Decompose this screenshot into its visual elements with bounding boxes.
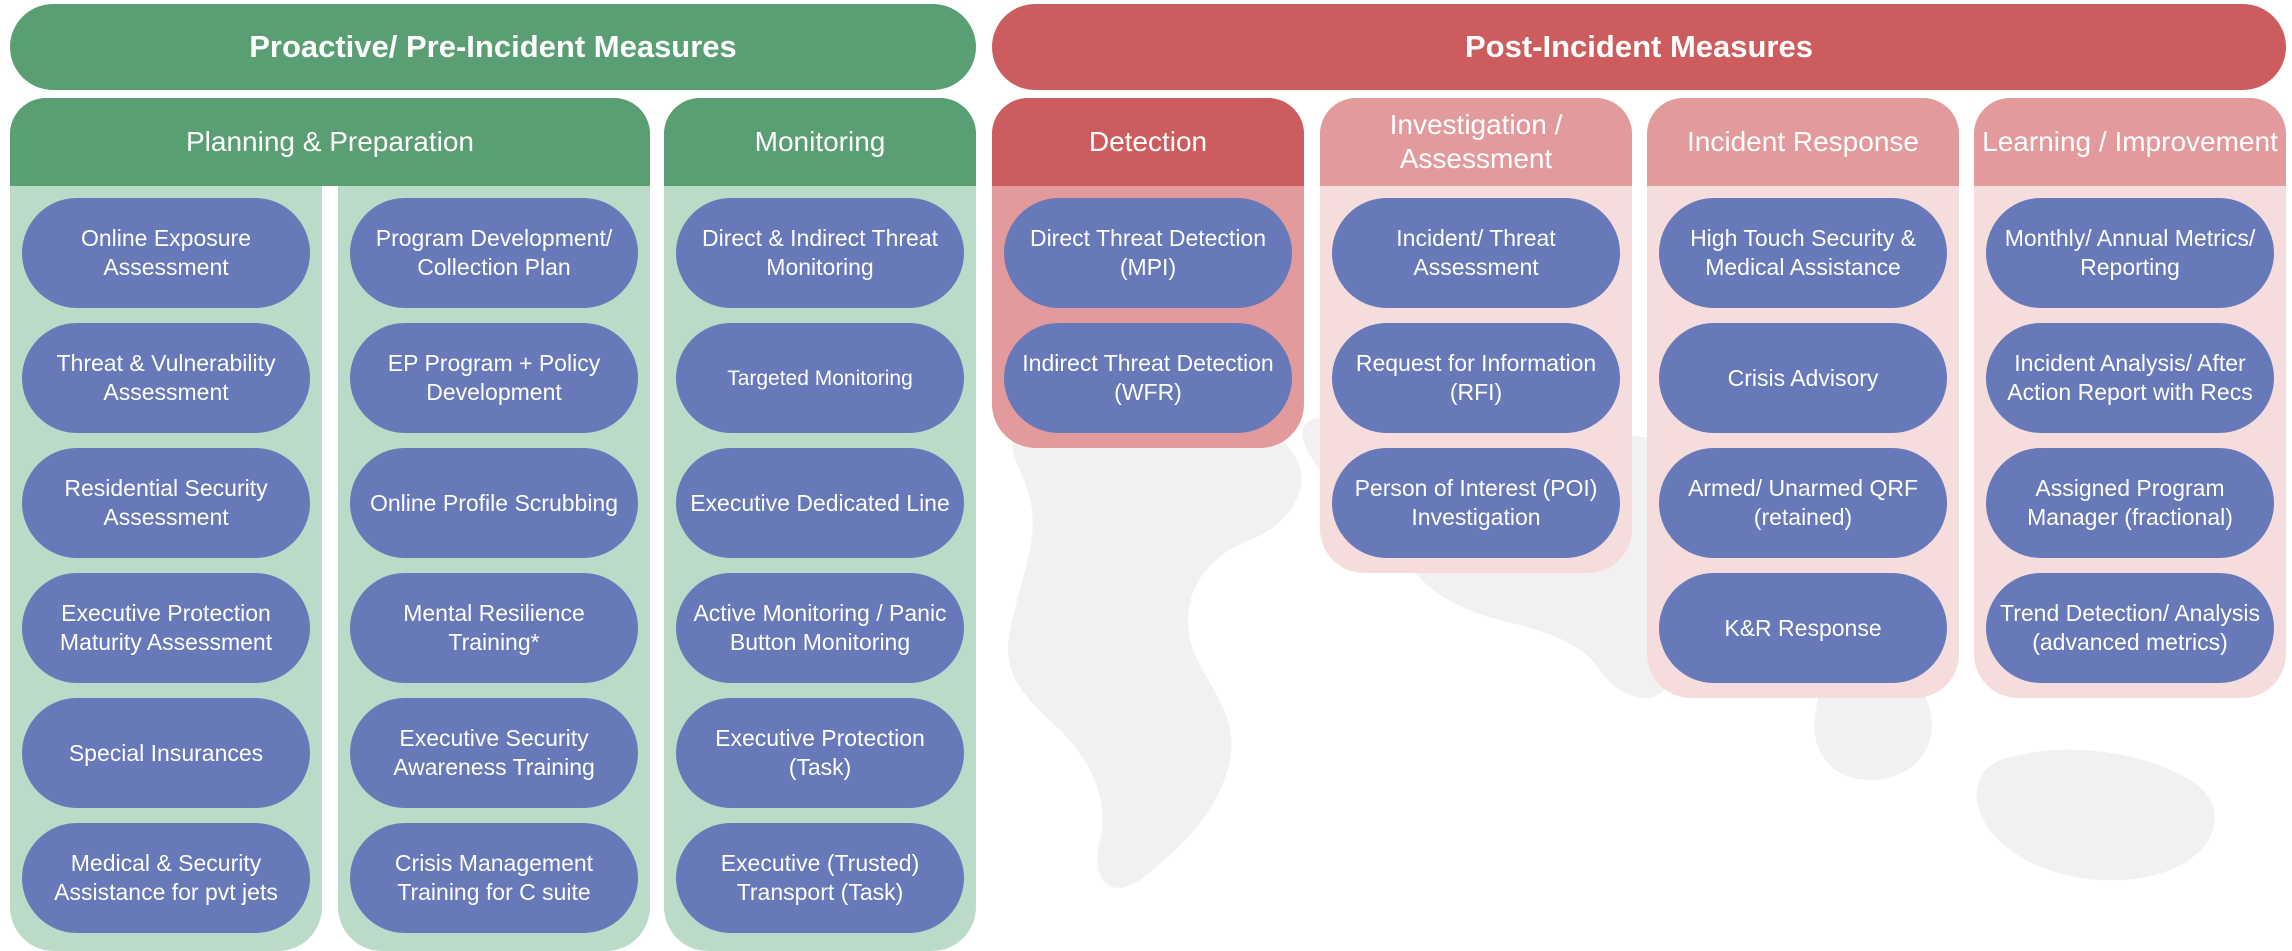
monitoring-column: Monitoring Direct & Indirect Threat Moni… <box>664 98 976 951</box>
planning-item: Online Profile Scrubbing <box>350 448 638 558</box>
monitoring-item: Direct & Indirect Threat Monitoring <box>676 198 964 308</box>
planning-item: Online Exposure Assessment <box>22 198 310 308</box>
learning-item: Monthly/ Annual Metrics/ Reporting <box>1986 198 2274 308</box>
planning-right-column: Program Development/ Collection Plan EP … <box>338 98 650 951</box>
detection-item: Direct Threat Detection (MPI) <box>1004 198 1292 308</box>
learning-column: Learning / Improvement Monthly/ Annual M… <box>1974 98 2286 698</box>
planning-item: Executive Protection Maturity Assessment <box>22 573 310 683</box>
incident-response-header: Incident Response <box>1647 98 1959 186</box>
proactive-banner: Proactive/ Pre-Incident Measures <box>10 4 976 90</box>
incident-response-item: K&R Response <box>1659 573 1947 683</box>
planning-left-column: Online Exposure Assessment Threat & Vuln… <box>10 98 322 951</box>
detection-column: Detection Direct Threat Detection (MPI) … <box>992 98 1304 448</box>
learning-item: Assigned Program Manager (fractional) <box>1986 448 2274 558</box>
incident-response-item: High Touch Security & Medical Assistance <box>1659 198 1947 308</box>
planning-header-bar: Planning & Preparation <box>10 98 650 186</box>
learning-header: Learning / Improvement <box>1974 98 2286 186</box>
investigation-item: Request for Information (RFI) <box>1332 323 1620 433</box>
investigation-item: Person of Interest (POI) Investigation <box>1332 448 1620 558</box>
planning-item: Mental Resilience Training* <box>350 573 638 683</box>
monitoring-item: Executive Dedicated Line <box>676 448 964 558</box>
planning-item: Executive Security Awareness Training <box>350 698 638 808</box>
planning-item: Crisis Management Training for C suite <box>350 823 638 933</box>
investigation-item: Incident/ Threat Assessment <box>1332 198 1620 308</box>
learning-item: Incident Analysis/ After Action Report w… <box>1986 323 2274 433</box>
planning-item: Residential Security Assessment <box>22 448 310 558</box>
post-incident-banner: Post-Incident Measures <box>992 4 2286 90</box>
investigation-column: Investigation / Assessment Incident/ Thr… <box>1320 98 1632 573</box>
planning-item: EP Program + Policy Development <box>350 323 638 433</box>
incident-response-column: Incident Response High Touch Security & … <box>1647 98 1959 698</box>
monitoring-item: Executive (Trusted) Transport (Task) <box>676 823 964 933</box>
planning-item: Special Insurances <box>22 698 310 808</box>
investigation-header: Investigation / Assessment <box>1320 98 1632 186</box>
planning-item: Program Development/ Collection Plan <box>350 198 638 308</box>
monitoring-item: Targeted Monitoring <box>676 323 964 433</box>
incident-response-item: Armed/ Unarmed QRF (retained) <box>1659 448 1947 558</box>
planning-item: Medical & Security Assistance for pvt je… <box>22 823 310 933</box>
monitoring-item: Executive Protection (Task) <box>676 698 964 808</box>
monitoring-header: Monitoring <box>664 98 976 186</box>
detection-header: Detection <box>992 98 1304 186</box>
detection-item: Indirect Threat Detection (WFR) <box>1004 323 1292 433</box>
incident-response-item: Crisis Advisory <box>1659 323 1947 433</box>
monitoring-item: Active Monitoring / Panic Button Monitor… <box>676 573 964 683</box>
learning-item: Trend Detection/ Analysis (advanced metr… <box>1986 573 2274 683</box>
planning-item: Threat & Vulnerability Assessment <box>22 323 310 433</box>
